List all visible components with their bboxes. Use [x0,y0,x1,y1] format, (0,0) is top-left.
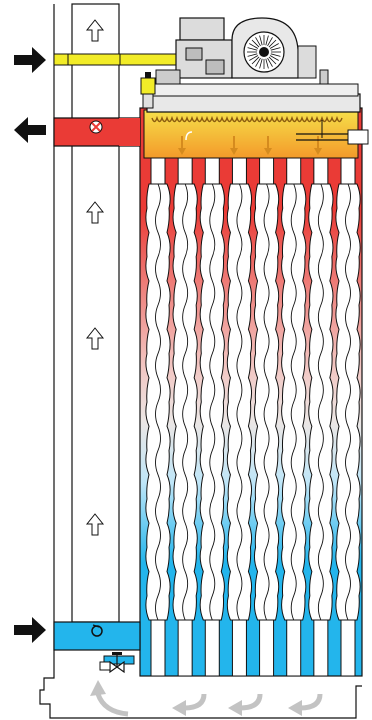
arrow-up-icon [85,201,105,224]
return-flow-arrows [90,680,323,717]
sensor-probe-icon [296,120,369,145]
tube [199,157,225,677]
burner-plate [146,93,361,113]
curved-arrow-up-icon [95,693,129,717]
air-bleed-icon [89,120,103,134]
tube [335,157,361,677]
tube [308,157,334,677]
heat-exchanger-tubes [145,157,361,677]
arrow-up-icon [85,513,105,536]
drain-valve-icon [99,652,135,674]
arrow-up-icon [85,327,105,350]
tube [145,157,171,677]
tube [253,157,280,677]
arrow-up-icon [85,19,105,42]
burner-lid [149,83,359,97]
gas-inlet-arrow [14,47,46,73]
fan-burner-icon [155,17,329,85]
burner-flame-ring [151,115,343,123]
tube [226,157,253,677]
drain-ring-icon [91,624,103,637]
curved-arrow-left-icon [239,693,263,711]
flame-down-arrows [178,131,322,155]
boiler-base [39,652,362,719]
curved-arrow-left-icon [299,693,323,711]
tube [281,157,307,677]
riser-flow-arrows [85,19,105,536]
hot-outlet-arrow [14,117,46,143]
curved-arrow-left-icon [183,693,207,711]
gas-pipe [53,53,187,66]
return-inlet-arrow [14,617,46,643]
tube [172,157,198,677]
hot-header-connector [119,118,140,146]
air-vent-icon [140,72,156,109]
